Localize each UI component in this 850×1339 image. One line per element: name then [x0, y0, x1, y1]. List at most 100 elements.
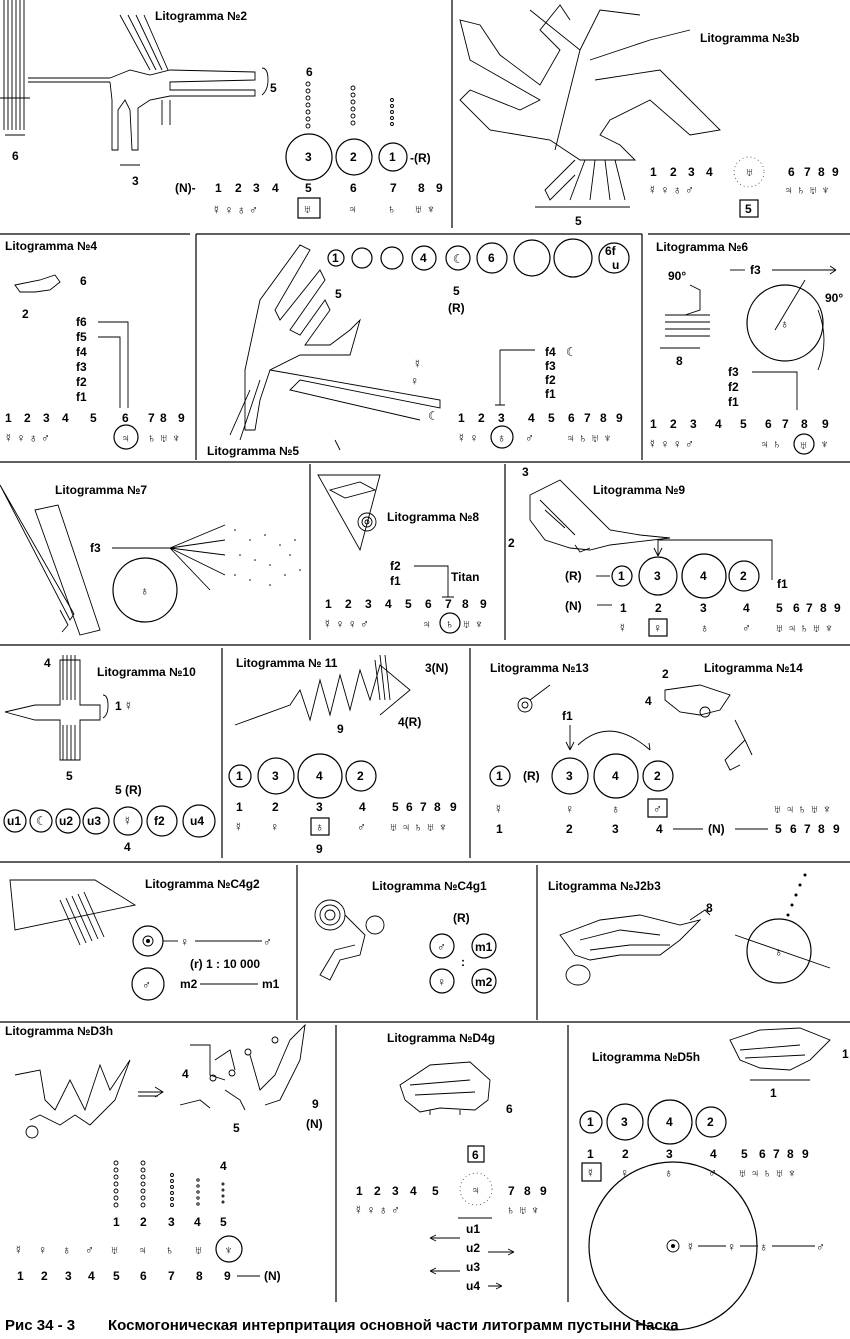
svg-text:♀: ♀ [437, 975, 446, 989]
r-label: (R) [453, 911, 470, 925]
svg-text:9: 9 [436, 181, 443, 195]
svg-text:6: 6 [765, 417, 772, 431]
f-list: f2 f1 [390, 559, 401, 588]
svg-text:♁: ♁ [315, 820, 324, 834]
svg-text:☿ ♀ ♁ ♂: ☿ ♀ ♁ ♂ [4, 431, 50, 445]
colon: : [461, 955, 465, 969]
svg-text:f3: f3 [728, 365, 739, 379]
svg-text:4: 4 [410, 1184, 417, 1198]
svg-text:♃ ♄ ♅ ♆: ♃ ♄ ♅ ♆ [784, 183, 830, 197]
svg-text:7: 7 [804, 165, 811, 179]
svg-text:f3: f3 [545, 359, 556, 373]
svg-text:7: 7 [584, 411, 591, 425]
title: Litogramma №5 [207, 444, 299, 458]
svg-text:4: 4 [710, 1147, 717, 1161]
svg-text:♃ ♄: ♃ ♄ [760, 437, 781, 451]
r-label: (R) [448, 301, 465, 315]
titan: Titan [451, 570, 479, 584]
svg-text:3: 3 [690, 417, 697, 431]
svg-text:6: 6 [788, 165, 795, 179]
svg-text:8: 8 [434, 800, 441, 814]
svg-text:7: 7 [148, 411, 155, 425]
svg-text:5: 5 [113, 1269, 120, 1283]
number-row-bottom: 1 2 3 4 5 6 7 8 9 [17, 1269, 231, 1283]
angle-left: 90° [668, 269, 686, 283]
dot-stacks [305, 81, 394, 129]
svg-text:4: 4 [743, 601, 750, 615]
svg-text:♁: ♁ [759, 1240, 768, 1254]
title: Litogramma №J2b3 [548, 879, 661, 893]
svg-text:♅ ♆: ♅ ♆ [414, 202, 435, 216]
svg-text:☿: ☿ [124, 699, 133, 713]
svg-text:2: 2 [670, 165, 677, 179]
svg-text:5: 5 [305, 181, 312, 195]
svg-text:3: 3 [700, 601, 707, 615]
title: Litogramma №D5h [592, 1050, 700, 1064]
svg-text:♂: ♂ [263, 935, 272, 949]
bottom-4: 4 [124, 840, 131, 854]
angle-right: 90° [825, 291, 843, 305]
svg-text:♂: ♂ [142, 978, 151, 992]
svg-text:4: 4 [656, 822, 663, 836]
svg-text:f1: f1 [390, 574, 401, 588]
circle-1: 1 [332, 251, 339, 265]
fish-figure [399, 1061, 491, 1115]
svg-text:u3: u3 [466, 1260, 480, 1274]
svg-text:♂: ♂ [437, 940, 446, 954]
svg-text:3: 3 [498, 411, 505, 425]
svg-text:4: 4 [715, 417, 722, 431]
tree-figure [459, 4, 721, 208]
title: Litogramma №13 [490, 661, 589, 675]
circle-f2: f2 [154, 814, 165, 828]
svg-text:♄ ♅ ♆: ♄ ♅ ♆ [506, 1203, 540, 1217]
title: Litogramma №10 [97, 665, 196, 679]
svg-text:3: 3 [168, 1215, 175, 1229]
grid-lines [0, 0, 850, 1302]
panel-litogramma-5: Litogramma №5 5 1 4 ☾ 6 6f u 5 (R) ☿♀ ☾ … [207, 238, 630, 458]
svg-text:6: 6 [122, 411, 129, 425]
label-2: 2 [508, 536, 515, 550]
trapezoid-figure [9, 879, 137, 946]
circle-4: 4 [666, 1115, 673, 1129]
number-row: 1 2 3 4 5 6 7 8 9 [236, 800, 457, 814]
circle-4: 4 [700, 569, 707, 583]
svg-text:♃ ♄ ♅ ♆: ♃ ♄ ♅ ♆ [566, 431, 612, 445]
f-list: f3 f2 f1 [728, 365, 739, 409]
svg-text:♁: ♁ [497, 431, 506, 445]
svg-text:☿: ☿ [618, 621, 627, 635]
svg-text:7: 7 [773, 1147, 780, 1161]
svg-text:♅: ♅ [799, 438, 808, 452]
svg-text:♂: ♂ [653, 802, 662, 816]
svg-text:☿ ♀ ♀ ♂: ☿ ♀ ♀ ♂ [648, 437, 694, 451]
figure-caption: Рис 34 - 3 Космогоническая интерпритация… [5, 1317, 679, 1334]
svg-text:☿ ♀: ☿ ♀ [457, 431, 478, 445]
number-row: 1 2 3 4 5 6 7 8 9 [458, 411, 623, 425]
circle-2: 2 [707, 1115, 714, 1129]
circle-3: 3 [272, 769, 279, 783]
svg-text:♀: ♀ [38, 1243, 47, 1257]
svg-text:2: 2 [272, 800, 279, 814]
svg-text:8: 8 [600, 411, 607, 425]
svg-text:♁: ♁ [611, 802, 620, 816]
label-2: 2 [662, 667, 669, 681]
n-label: (N) [708, 822, 725, 836]
svg-text:2: 2 [670, 417, 677, 431]
label-5: 5 [66, 769, 73, 783]
svg-text:1: 1 [458, 411, 465, 425]
number-row: 1 2 3 4 5 6 7 8 9 [620, 601, 841, 615]
circle-u2: u2 [59, 814, 73, 828]
stack-top: 6 [306, 65, 313, 79]
svg-text:2: 2 [235, 181, 242, 195]
svg-text:♀: ♀ [565, 802, 574, 816]
svg-text:♂: ♂ [816, 1240, 825, 1254]
monkey-figure [529, 479, 671, 553]
svg-text:♃: ♃ [138, 1243, 147, 1257]
svg-text:♂: ♂ [85, 1243, 94, 1257]
label-5: 5 [233, 1121, 240, 1135]
svg-text:f4: f4 [76, 345, 87, 359]
svg-text:6: 6 [759, 1147, 766, 1161]
svg-text:2: 2 [478, 411, 485, 425]
label-4: 4 [44, 656, 51, 670]
circle-6: 6 [488, 251, 495, 265]
